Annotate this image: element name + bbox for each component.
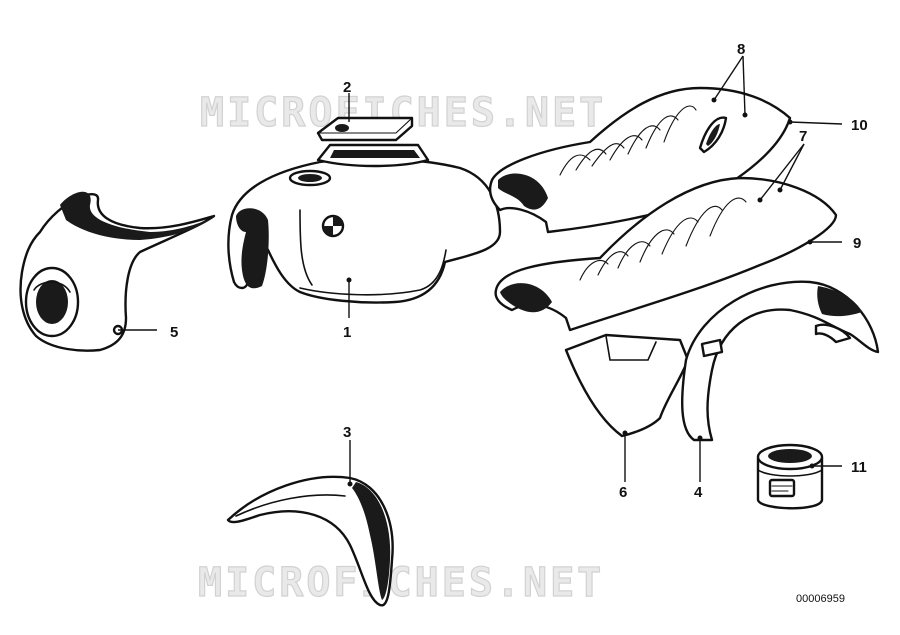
rear-mudguard-part[interactable] <box>680 280 880 442</box>
callout-10: 10 <box>851 117 868 134</box>
callout-6: 6 <box>619 484 627 501</box>
callout-5: 5 <box>170 324 178 341</box>
side-cover-part[interactable] <box>564 333 690 438</box>
callout-9: 9 <box>853 235 861 252</box>
leader-lines <box>118 55 843 484</box>
callout-11: 11 <box>851 459 867 476</box>
callout-1: 1 <box>343 324 351 341</box>
seat-upper-part[interactable] <box>488 86 793 234</box>
callout-7: 7 <box>799 128 807 145</box>
callout-8: 8 <box>737 41 745 58</box>
watermark-bottom: MICROFICHES.NET <box>198 560 604 606</box>
callout-4: 4 <box>694 484 703 501</box>
tank-cap-lid-part[interactable] <box>316 116 414 142</box>
seat-lower-part[interactable] <box>494 176 838 332</box>
callout-3: 3 <box>343 424 351 441</box>
callout-2: 2 <box>343 79 351 96</box>
front-mudguard-part[interactable] <box>226 475 394 607</box>
fuel-tank-part[interactable] <box>227 143 502 304</box>
headlight-fairing-part[interactable] <box>19 191 216 352</box>
touch-up-paint-can-part[interactable] <box>756 443 824 510</box>
diagram-code: 00006959 <box>796 593 845 605</box>
watermark-top: MICROFICHES.NET <box>200 90 606 136</box>
